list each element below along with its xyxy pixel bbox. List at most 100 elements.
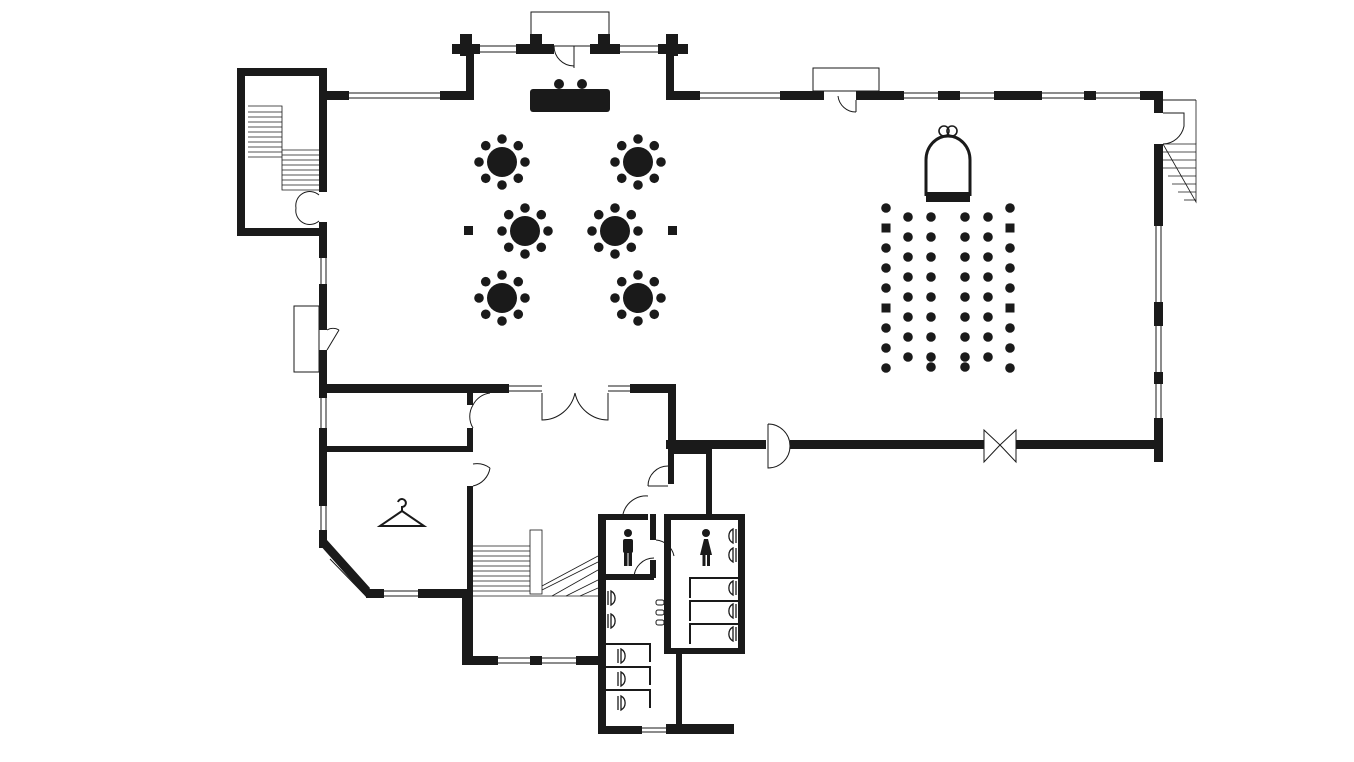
chair <box>616 173 627 184</box>
seat <box>881 363 891 373</box>
toilet-icon <box>607 612 616 630</box>
round-table <box>610 134 666 190</box>
seat <box>926 352 936 362</box>
seat <box>983 212 993 222</box>
seat <box>903 332 913 342</box>
chair <box>480 140 491 151</box>
seat <box>960 272 970 282</box>
chair <box>520 249 530 259</box>
ceremony-seats <box>881 203 1015 373</box>
seat <box>1005 323 1015 333</box>
seat <box>903 212 913 222</box>
round-table <box>610 270 666 326</box>
seat <box>903 352 913 362</box>
toilet-icon <box>607 589 616 607</box>
seat <box>903 252 913 262</box>
seat <box>960 362 970 372</box>
wedding-rings-icon <box>938 125 958 137</box>
chair <box>593 209 604 220</box>
round-table <box>474 270 530 326</box>
doors <box>293 11 1196 579</box>
seat <box>983 292 993 302</box>
chair <box>610 249 620 259</box>
chair <box>633 226 643 236</box>
chair <box>513 140 524 151</box>
male-icon <box>623 529 633 566</box>
stage-table <box>530 79 610 112</box>
chair <box>497 134 507 144</box>
seat <box>926 252 936 262</box>
sink-icons <box>655 599 665 626</box>
seat <box>983 272 993 282</box>
seat <box>881 303 891 313</box>
seat <box>881 203 891 213</box>
chair <box>610 157 620 167</box>
chair <box>497 226 507 236</box>
chair <box>513 276 524 287</box>
walls <box>237 34 1163 734</box>
round-table <box>474 134 530 190</box>
seat <box>960 212 970 222</box>
seat <box>1005 223 1015 233</box>
chair <box>536 209 547 220</box>
chair <box>480 276 491 287</box>
seat <box>1005 203 1015 213</box>
side-pillars <box>464 226 677 235</box>
seat <box>926 212 936 222</box>
toilet-icon <box>728 602 737 620</box>
chair <box>616 276 627 287</box>
stair-tower-stairs <box>248 105 319 191</box>
chair <box>649 309 660 320</box>
chair <box>633 316 643 326</box>
chair <box>474 157 484 167</box>
chair <box>513 173 524 184</box>
windows <box>238 45 1162 733</box>
seat <box>983 312 993 322</box>
toilet-icon <box>728 625 737 643</box>
seat <box>926 362 936 372</box>
toilet-icon <box>617 670 626 688</box>
seat <box>926 312 936 322</box>
chair <box>503 242 514 253</box>
seat <box>960 232 970 242</box>
seat <box>983 352 993 362</box>
chair <box>656 157 666 167</box>
seat <box>983 232 993 242</box>
toilet-icon <box>617 694 626 712</box>
seat <box>881 263 891 273</box>
seat <box>960 252 970 262</box>
seat <box>983 332 993 342</box>
seat <box>1005 283 1015 293</box>
seat <box>903 292 913 302</box>
seat <box>926 272 936 282</box>
female-icon <box>700 529 712 566</box>
chair <box>610 203 620 213</box>
round-table <box>497 203 553 259</box>
chair <box>497 270 507 280</box>
chair <box>610 293 620 303</box>
chair <box>656 293 666 303</box>
seat <box>881 323 891 333</box>
seat <box>881 223 891 233</box>
chair <box>520 157 530 167</box>
seat <box>903 272 913 282</box>
chair <box>649 276 660 287</box>
toilets <box>606 527 738 712</box>
chair <box>633 180 643 190</box>
chair <box>480 173 491 184</box>
seat <box>881 343 891 353</box>
chair <box>520 293 530 303</box>
seat <box>926 232 936 242</box>
seat <box>881 283 891 293</box>
seat <box>1005 303 1015 313</box>
seat <box>960 312 970 322</box>
seat <box>1005 243 1015 253</box>
seat <box>926 332 936 342</box>
chair <box>543 226 553 236</box>
chair <box>626 242 637 253</box>
toilet-icon <box>728 527 737 545</box>
seat <box>1005 343 1015 353</box>
seat <box>1005 263 1015 273</box>
ceremony-arch <box>924 134 972 202</box>
